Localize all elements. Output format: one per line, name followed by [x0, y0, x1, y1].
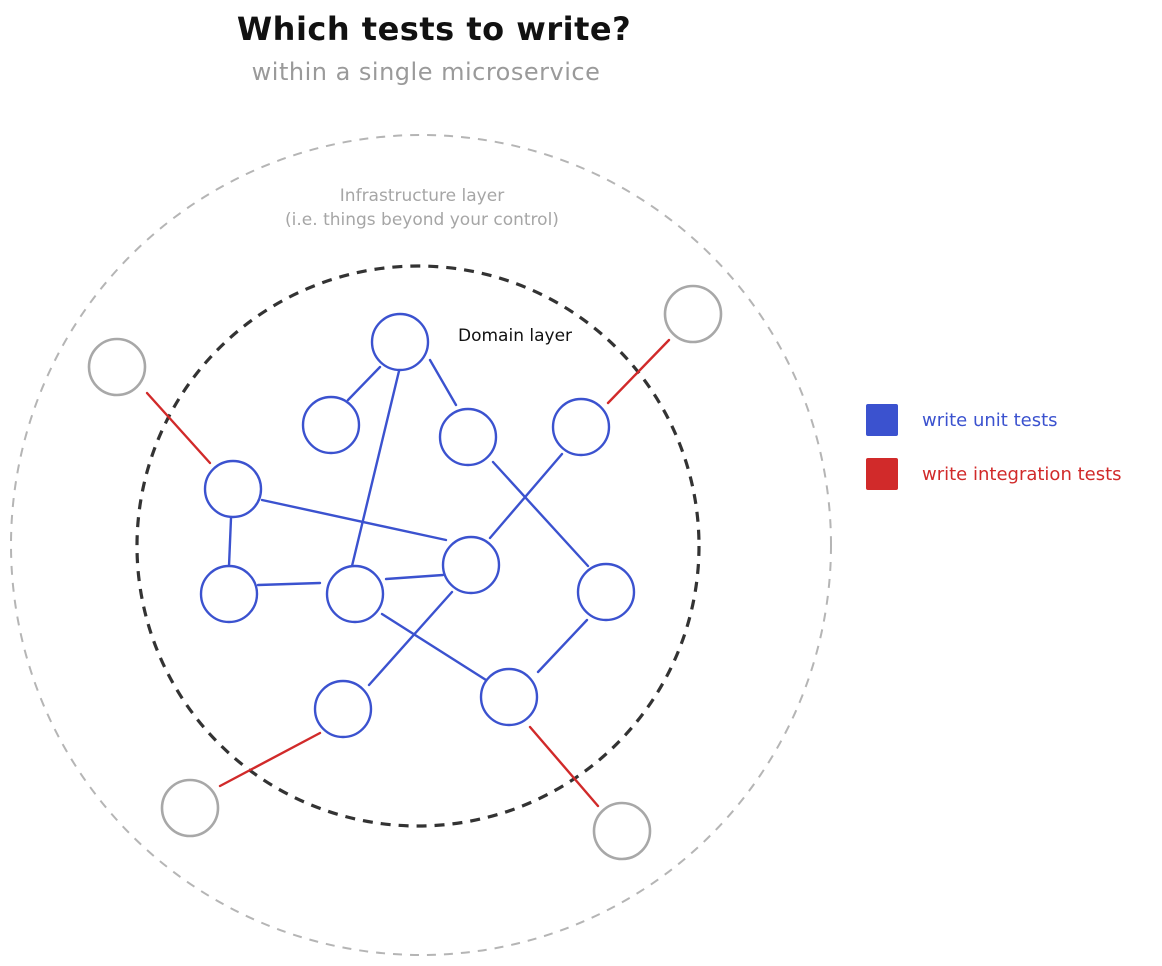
domain-component-node-n7 — [325, 564, 385, 624]
domain-component-node-n9 — [576, 562, 636, 622]
diagram-title: Which tests to write? — [236, 10, 632, 48]
infrastructure-layer-label: Infrastructure layer (i.e. things beyond… — [230, 184, 614, 232]
domain-layer-boundary — [135, 264, 701, 828]
integration-edge-e2-n4 — [606, 338, 671, 405]
legend: write unit tests write integration tests — [866, 402, 1156, 510]
integration-edge-e3-n10 — [218, 731, 322, 788]
infrastructure-layer-title: Infrastructure layer — [339, 186, 505, 206]
integration-edge-e4-n12 — [528, 725, 600, 808]
integration-edge-e1-n5 — [145, 391, 212, 465]
legend-item-unit-tests: write unit tests — [866, 402, 1156, 438]
infrastructure-layer-note: (i.e. things beyond your control) — [285, 210, 559, 230]
unit-edge-n3-n11 — [491, 460, 590, 568]
diagram-subtitle: within a single microservice — [251, 58, 601, 86]
unit-edge-n1-n3 — [428, 358, 458, 407]
domain-component-node-n8 — [441, 535, 501, 595]
domain-component-node-n4 — [551, 397, 611, 457]
unit-edge-n4-n9 — [488, 452, 564, 540]
unit-edge-n1-n8 — [350, 369, 401, 568]
infrastructure-layer-boundary — [10, 134, 832, 956]
unit-edge-n1-n2 — [346, 365, 382, 402]
unit-edge-n11-n12 — [536, 618, 589, 674]
external-system-node-e1 — [87, 337, 147, 397]
domain-component-node-n1 — [370, 312, 430, 372]
unit-edge-n9-n10 — [367, 590, 454, 687]
connections — [145, 338, 671, 808]
domain-component-node-n5 — [203, 459, 263, 519]
domain-component-node-n3 — [438, 407, 498, 467]
domain-component-node-n10 — [313, 679, 373, 739]
unit-tests-swatch — [866, 404, 898, 436]
unit-edge-n8-n9 — [384, 573, 445, 581]
domain-component-node-n2 — [301, 395, 361, 455]
external-system-node-e3 — [160, 778, 220, 838]
integration-tests-swatch — [866, 458, 898, 490]
domain-component-node-n11 — [479, 667, 539, 727]
unit-tests-label: write unit tests — [922, 409, 1058, 431]
integration-tests-label: write integration tests — [922, 463, 1122, 485]
domain-layer-label: Domain layer — [458, 326, 573, 346]
unit-edge-n5-n6 — [227, 516, 233, 568]
legend-item-integration-tests: write integration tests — [866, 456, 1156, 492]
unit-edge-n5-n9 — [260, 498, 448, 542]
external-system-node-e2 — [663, 284, 723, 344]
components — [87, 284, 723, 861]
unit-edge-n8-n12 — [380, 612, 488, 682]
external-system-node-e4 — [592, 801, 652, 861]
unit-edge-n6-n8 — [256, 581, 322, 587]
domain-component-node-n6 — [199, 564, 259, 624]
